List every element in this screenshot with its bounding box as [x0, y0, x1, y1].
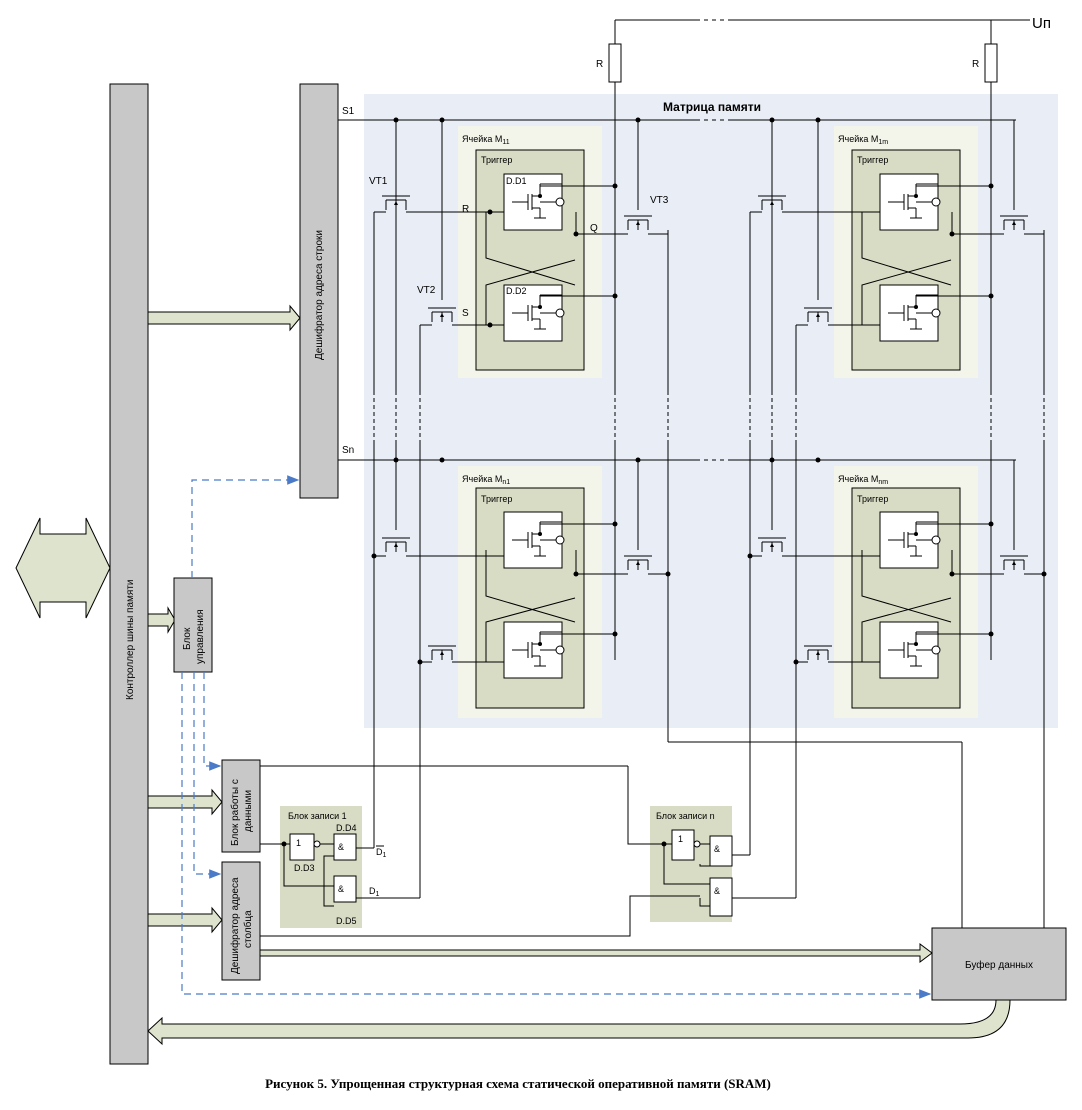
figure-caption: Рисунок 5. Упрощенная структурная схема … — [265, 1076, 771, 1091]
cell-m1m-label: Ячейка M1m — [838, 134, 888, 146]
signal-q-label: Q — [590, 223, 598, 234]
control-to-col-decoder — [193, 672, 222, 879]
control-to-data-block — [203, 672, 222, 771]
transistor-rn-c1-a — [374, 537, 504, 557]
and-gate-n-top-symbol: & — [714, 844, 720, 854]
transistor-rn-c2-b — [796, 645, 880, 663]
cell-m11-label: Ячейка M11 — [462, 134, 510, 146]
and-gate-n-top — [709, 835, 733, 867]
trigger-label-mnm: Триггер — [857, 494, 888, 504]
bus-controller-label: Контроллер шины памяти — [125, 580, 136, 701]
transistor-r1-c2-c — [952, 215, 1044, 235]
and-gate-dd5-symbol: & — [338, 884, 344, 894]
dd5-label: D.D5 — [336, 916, 357, 926]
write-block-1 — [280, 806, 362, 928]
arrow-to-col-decoder — [147, 906, 223, 934]
and-gate-n-bottom — [709, 877, 733, 917]
transistor-r1-c2-a — [750, 195, 880, 213]
cell-m1m — [834, 126, 978, 378]
arrow-buffer-to-controller — [147, 999, 1011, 1046]
vt2-label: VT2 — [417, 285, 436, 296]
signal-d-bar: D1 — [376, 847, 387, 859]
transistor-r1-c2-b — [796, 307, 880, 326]
dd3-label: D.D3 — [294, 863, 315, 873]
transistor-vt1 — [374, 195, 504, 213]
control-to-buffer — [181, 672, 932, 999]
resistor-left — [608, 43, 622, 83]
data-buffer-label: Буфер данных — [965, 959, 1033, 971]
signal-d: D1 — [369, 886, 380, 898]
col-decoder-block — [221, 861, 261, 981]
cell-mn1-label: Ячейка Mn1 — [462, 474, 510, 486]
signal-r-label: R — [462, 204, 469, 215]
dd4-label: D.D4 — [336, 823, 357, 833]
transistor-vt2 — [420, 307, 504, 326]
col-decoder-label-line1: Дешифратор адреса — [229, 877, 241, 974]
resistor-left-label: R — [596, 59, 603, 70]
control-wires — [260, 765, 700, 937]
transistor-vt3 — [576, 215, 668, 235]
transistor-rn-c1-c — [576, 555, 668, 575]
row-line-s1-label: S1 — [342, 106, 355, 117]
bus-controller-block — [109, 83, 149, 1065]
arrow-to-row-decoder — [147, 304, 301, 332]
control-label-line2: управления — [195, 609, 206, 664]
transistor-rn-c2-c — [952, 555, 1044, 575]
trigger-label-mn1: Триггер — [481, 494, 512, 504]
trigger-label-m11: Триггер — [481, 155, 512, 165]
vertical-breaks — [372, 395, 1046, 440]
data-block — [221, 759, 261, 853]
transistor-rn-c1-b — [420, 645, 504, 663]
and-gate-dd5 — [333, 875, 357, 903]
control-block — [173, 577, 213, 673]
not-gate-dd3 — [289, 833, 315, 861]
control-label-line1: Блок — [182, 627, 193, 650]
resistor-right-label: R — [972, 59, 979, 70]
cell-mnm-label: Ячейка Mnm — [838, 474, 888, 486]
and-gate-dd4 — [333, 833, 357, 861]
matrix-title: Матрица памяти — [663, 100, 761, 114]
data-buffer-block — [931, 927, 1067, 1001]
trigger-label-m1m: Триггер — [857, 155, 888, 165]
transistor-rn-c2-a — [750, 537, 880, 557]
dd2-label: D.D2 — [506, 286, 527, 296]
cell-mn1 — [458, 466, 602, 718]
not-gate-dd3-symbol: 1 — [296, 838, 301, 848]
control-to-row-decoder — [191, 475, 300, 578]
not-gate-n-symbol: 1 — [678, 834, 683, 844]
resistor-right — [984, 43, 998, 83]
signal-s-label: S — [462, 308, 469, 319]
cell-mnm — [834, 466, 978, 718]
data-block-label-line2: данными — [243, 790, 254, 832]
row-decoder-block — [299, 83, 339, 499]
row-line-sn-label: Sn — [342, 445, 354, 456]
supply-label: Uп — [1032, 15, 1051, 32]
dd1-label: D.D1 — [506, 176, 527, 186]
and-gate-dd4-symbol: & — [338, 842, 344, 852]
external-bus-arrow — [15, 517, 111, 619]
arrow-decoder-to-buffer — [259, 943, 933, 963]
cell-output-wires — [539, 184, 991, 635]
write-block-n-label: Блок записи n — [656, 811, 715, 821]
and-gate-n-bottom-symbol: & — [714, 886, 720, 896]
write-block-1-label: Блок записи 1 — [288, 811, 347, 821]
vt3-label: VT3 — [650, 195, 669, 206]
arrow-to-data-block — [147, 788, 223, 816]
cell-m11 — [458, 126, 602, 378]
vt1-label: VT1 — [369, 176, 388, 187]
arrow-to-control — [147, 606, 176, 634]
data-block-label-line1: Блок работы с — [229, 779, 241, 846]
row-decoder-label: Дешифратор адреса строки — [313, 230, 325, 360]
col-decoder-label-line2: столбца — [242, 910, 254, 948]
